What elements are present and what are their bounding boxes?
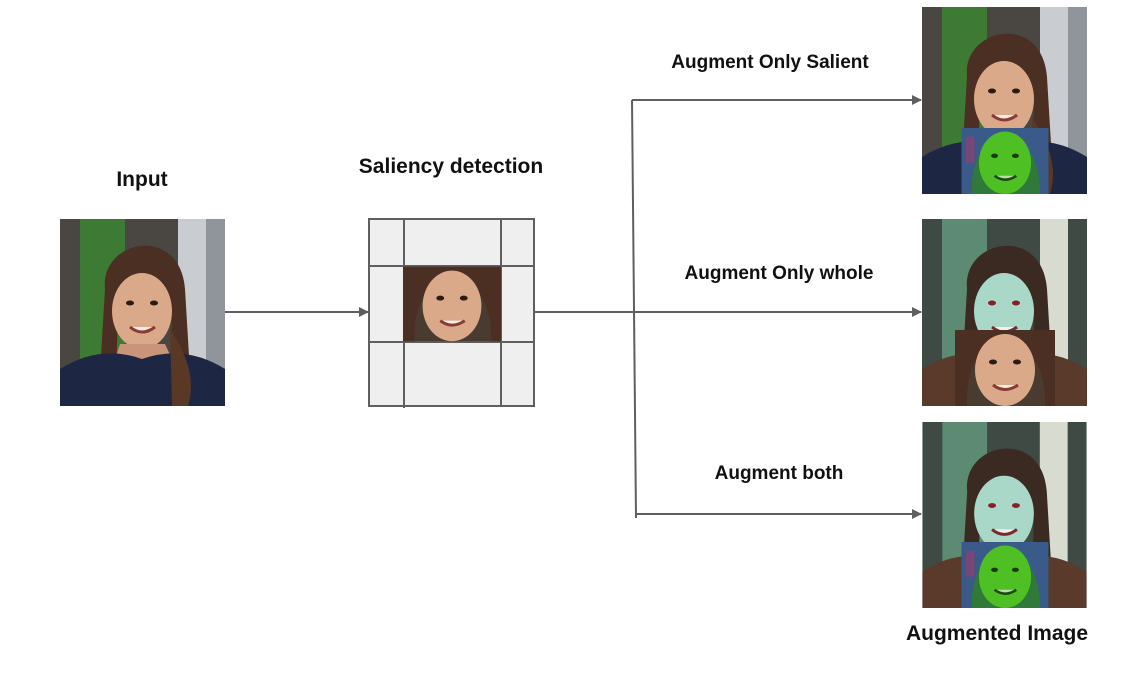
output-salient-augmented bbox=[922, 7, 1087, 194]
output-both-augmented bbox=[922, 422, 1087, 608]
saliency-label: Saliency detection bbox=[358, 155, 544, 178]
augment-whole-label: Augment Only whole bbox=[684, 263, 874, 284]
augmented-image-label: Augmented Image bbox=[905, 622, 1089, 645]
augment-salient-label: Augment Only Salient bbox=[671, 52, 869, 73]
input-photo bbox=[60, 219, 225, 406]
augment-both-label: Augment both bbox=[714, 463, 844, 484]
branch-connectors bbox=[534, 99, 637, 519]
input-label: Input bbox=[116, 168, 168, 191]
output-whole-augmented bbox=[922, 219, 1087, 406]
saliency-face-crop bbox=[403, 266, 501, 342]
